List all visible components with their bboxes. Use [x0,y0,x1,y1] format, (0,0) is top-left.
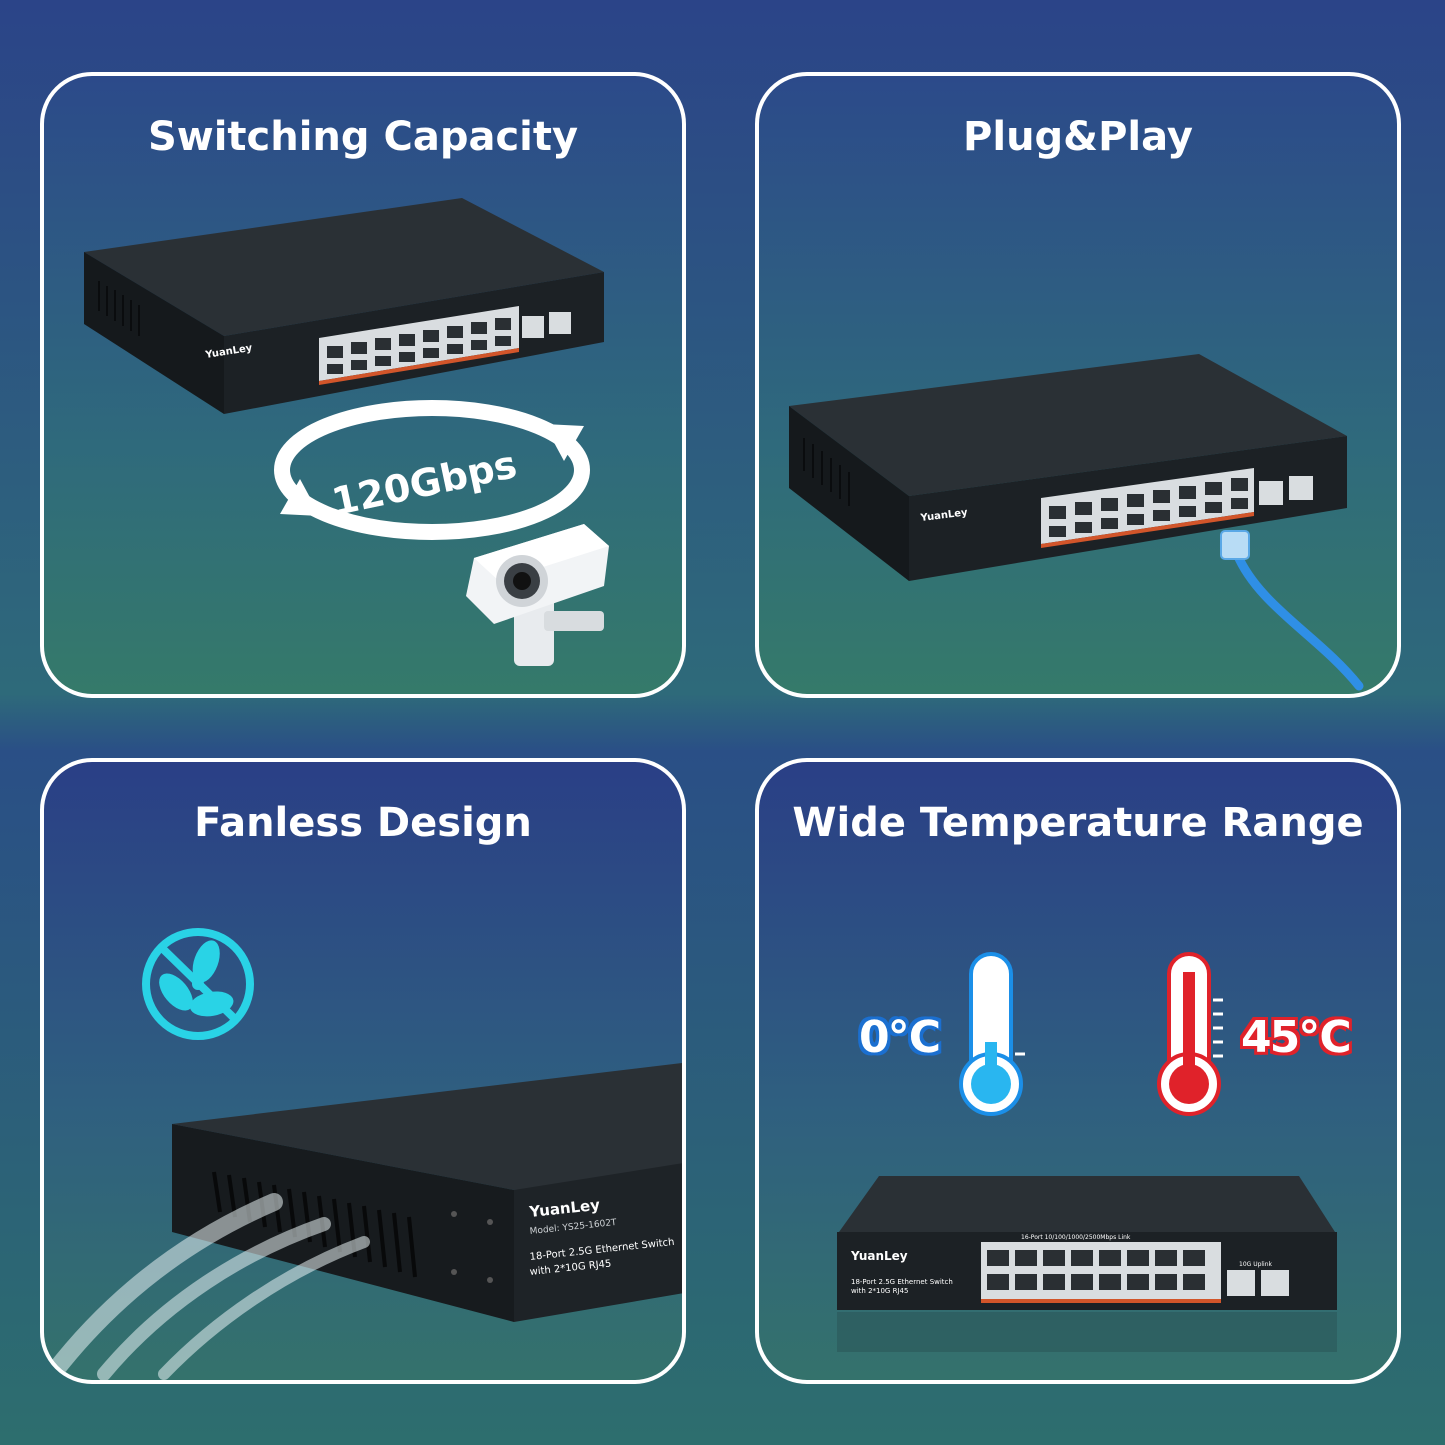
security-camera-icon [466,524,609,666]
panel-title: Switching Capacity [147,114,579,160]
ethernet-cable-icon [1220,530,1364,691]
switch-illustration: YuanLey Model: YS25-1602T 18-Port 2.5G E… [45,928,682,1380]
description-line2: with 2*10G RJ45 [851,1287,908,1295]
hot-thermometer-icon [1157,952,1223,1116]
panel-title: Plug&Play [963,114,1193,160]
capacity-arrows-icon [274,400,590,540]
brand-label: YuanLey [850,1249,908,1263]
min-temperature: 0℃ [859,1012,941,1063]
airflow-mist [45,1193,370,1380]
fanless-design-panel: Fanless Design YuanLey [40,758,686,1384]
panel-title: Wide Temperature Range [792,800,1364,846]
description-line1: 18-Port 2.5G Ethernet Switch [851,1278,953,1286]
switch-illustration: YuanLey [789,354,1364,691]
no-fan-icon [142,928,254,1040]
plug-and-play-panel: Plug&Play YuanLey [755,72,1401,698]
port-header: 16-Port 10/100/1000/2500Mbps Link [1021,1234,1131,1241]
panel-title: Fanless Design [194,800,532,846]
max-temperature: 45℃ [1241,1012,1352,1063]
cold-thermometer-icon [959,952,1025,1116]
switch-illustration: YuanLey 18-Port 2.5G Ethernet Switch wit… [837,952,1337,1352]
switching-capacity-panel: Switching Capacity YuanLey [40,72,686,698]
wide-temperature-panel: Wide Temperature Range 0℃ 45℃ [755,758,1401,1384]
switch-illustration: YuanLey 120Gbps [84,198,609,666]
uplink-header: 10G Uplink [1239,1261,1273,1268]
capacity-badge: 120Gbps [328,442,521,524]
